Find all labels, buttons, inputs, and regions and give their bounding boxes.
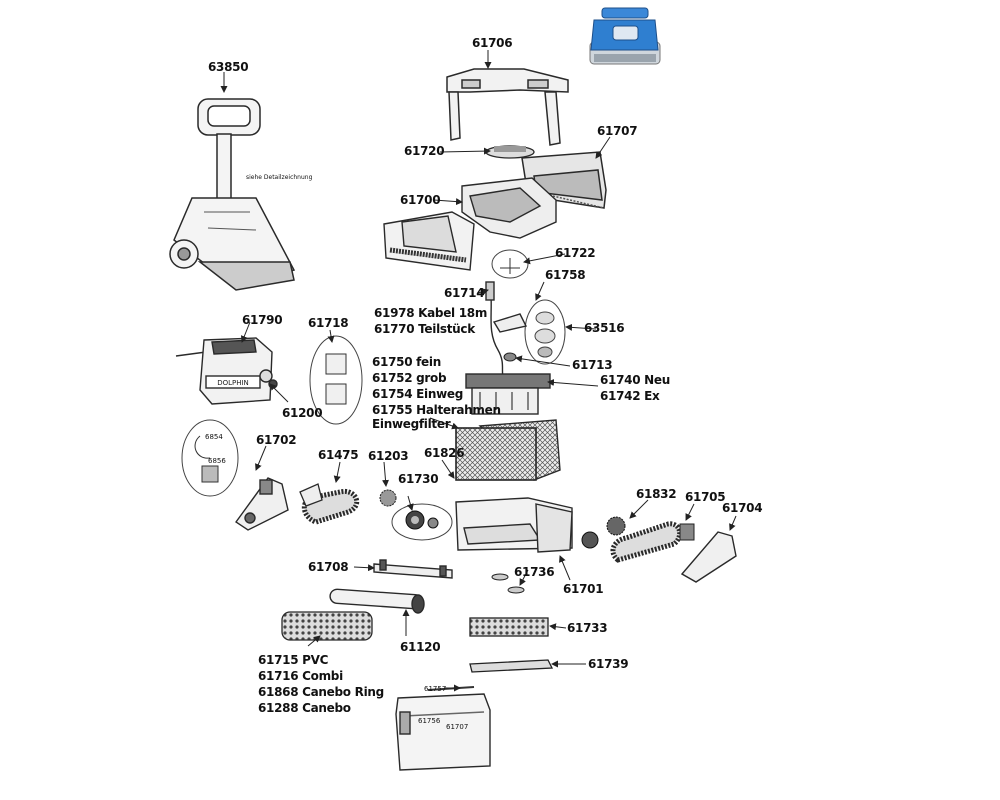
part-filter-61826 [455, 419, 561, 481]
label-filter-line-3: 61754 Einweg [372, 387, 463, 401]
part-61739-strip [469, 659, 554, 673]
part-hub-right [581, 531, 599, 549]
label-61702: 61702 [256, 433, 297, 447]
part-brush [281, 611, 373, 641]
part-axle-bar [373, 559, 453, 579]
label-61701: 61701 [563, 582, 604, 596]
label-cable-line-2: 61770 Teilstück [374, 322, 475, 336]
label-61758: 61758 [545, 268, 586, 282]
label-61790: 61790 [242, 313, 283, 327]
part-61713 [503, 352, 517, 362]
label-61203: 61203 [368, 449, 409, 463]
part-wheel-61832 [606, 516, 626, 536]
label-6856: 6856 [208, 457, 226, 465]
label-brush-line-2: 61716 Combi [258, 669, 343, 683]
label-61707-bin: 61707 [446, 723, 469, 731]
part-motor-unit [465, 373, 551, 415]
part-filter-bin [395, 686, 491, 771]
label-6854: 6854 [205, 433, 223, 441]
psu-brand-text: DOLPHIN [217, 379, 249, 387]
label-61713: 61713 [572, 358, 613, 372]
label-61756: 61756 [418, 717, 441, 725]
part-motor-mount-right [679, 523, 695, 541]
label-63516: 63516 [584, 321, 625, 335]
label-61740-line-1: 61740 Neu [600, 373, 670, 387]
label-61714: 61714 [444, 286, 485, 300]
label-filters: 61750 fein 61752 grob 61754 Einweg 61755… [372, 354, 501, 430]
part-side-plate-right [680, 531, 737, 583]
label-61705: 61705 [685, 490, 726, 504]
leader-arrows [220, 50, 737, 692]
label-brush-line-3: 61868 Canebo Ring [258, 685, 384, 699]
label-61706: 61706 [472, 36, 513, 50]
part-top-chassis [383, 177, 557, 271]
label-61718: 61718 [308, 316, 349, 330]
label-61475: 61475 [318, 448, 359, 462]
part-track-mount [299, 483, 323, 507]
part-61722 [491, 249, 529, 279]
part-gear-61203 [379, 489, 397, 507]
label-61733: 61733 [567, 621, 608, 635]
label-cable: 61978 Kabel 18m 61770 Teilstück [374, 305, 487, 337]
label-61708: 61708 [308, 560, 349, 574]
part-61736 [491, 573, 525, 594]
part-main-body [455, 497, 573, 553]
label-61707: 61707 [597, 124, 638, 138]
part-psu-connectors [181, 419, 239, 497]
label-filter-line-5: Einwegfilter [372, 417, 451, 431]
label-61826: 61826 [424, 446, 465, 460]
power-supply: DOLPHIN [175, 337, 278, 405]
label-cable-line-1: 61978 Kabel 18m [374, 306, 488, 320]
robot-thumbnail [589, 7, 661, 65]
label-61739: 61739 [588, 657, 629, 671]
label-61720: 61720 [404, 144, 445, 158]
label-63850: 63850 [208, 60, 249, 74]
part-61720 [485, 145, 535, 159]
label-brush-line-4: 61288 Canebo [258, 701, 351, 715]
label-brush-line-1: 61715 PVC [258, 653, 329, 667]
part-63516-impeller [524, 299, 566, 365]
part-track-right [610, 521, 683, 563]
label-61722: 61722 [555, 246, 596, 260]
label-61740-line-2: 61742 Ex [600, 389, 660, 403]
label-61757: 61757 [424, 685, 447, 693]
part-61730-wheel [391, 503, 453, 541]
label-61200: 61200 [282, 406, 323, 420]
label-61736: 61736 [514, 565, 555, 579]
label-61740: 61740 Neu 61742 Ex [600, 372, 670, 404]
label-brushes: 61715 PVC 61716 Combi 61868 Canebo Ring … [258, 652, 384, 716]
label-61704: 61704 [722, 501, 763, 515]
label-filter-line-2: 61752 grob [372, 371, 447, 385]
label-61832: 61832 [636, 487, 677, 501]
part-cable [485, 281, 528, 381]
part-side-plate-left [235, 477, 289, 531]
label-61120: 61120 [400, 640, 441, 654]
part-61733-bar [469, 617, 549, 637]
part-61718-clips [309, 335, 363, 425]
label-61700: 61700 [400, 193, 441, 207]
label-caddy-note: siehe Detailzeichnung [246, 174, 313, 181]
label-61730: 61730 [398, 472, 439, 486]
caddy-cart [169, 98, 296, 291]
part-handle [446, 68, 569, 146]
label-filter-line-1: 61750 fein [372, 355, 441, 369]
part-roller-61120 [329, 588, 425, 614]
label-filter-line-4: 61755 Halterahmen [372, 403, 501, 417]
